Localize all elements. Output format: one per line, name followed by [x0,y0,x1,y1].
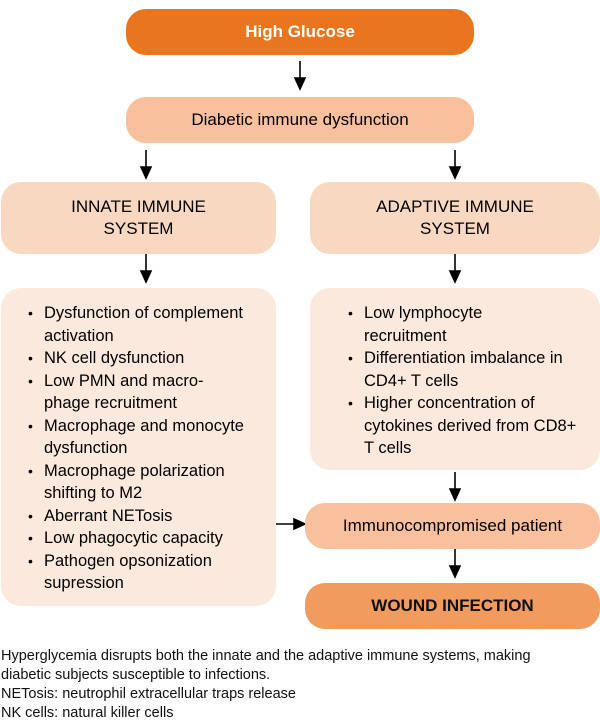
list-item: Macrophage and monocyte dysfunction [26,415,254,460]
innate-effects-list-box: Dysfunction of complement activation NK … [1,288,276,606]
list-item: Aberrant NETosis [26,505,271,528]
adaptive-effects-list: Low lymphocyte recruitment Differentiati… [346,302,586,460]
caption-line-1: Hyperglycemia disrupts both the innate a… [1,648,531,664]
caption-line-4: NK cells: natural killer cells [1,705,174,721]
list-item: Low PMN and macro-phage recruitment [26,370,229,415]
innate-title-line2: SYSTEM [103,219,174,238]
immunocompromised-patient-label: Immunocompromised patient [342,516,563,535]
high-glucose-node: High Glucose [126,9,474,55]
diabetic-immune-dysfunction-label: Diabetic immune dysfunction [191,110,409,129]
adaptive-title-line1: ADAPTIVE IMMUNE [376,197,534,216]
arrow-innate-list-to-patient [275,517,307,531]
adaptive-effects-list-box: Low lymphocyte recruitment Differentiati… [310,288,600,470]
high-glucose-label: High Glucose [245,22,355,41]
immunocompromised-patient-node: Immunocompromised patient [305,503,600,549]
arrow-dysfunction-to-adaptive [448,150,462,180]
caption-line-2: diabetic subjects susceptible to infecti… [1,667,271,683]
innate-effects-list: Dysfunction of complement activation NK … [26,302,271,595]
connector-arrows [139,61,462,579]
list-item: Low lymphocyte recruitment [346,302,524,347]
innate-title-line1: INNATE IMMUNE [71,197,206,216]
arrow-glucose-to-dysfunction [293,61,307,91]
list-item: Low phagocytic capacity [26,527,271,550]
innate-immune-system-node: INNATE IMMUNE SYSTEM [1,182,276,254]
arrow-innate-to-list [139,254,153,284]
arrow-patient-to-infection [448,548,462,579]
list-item: Pathogen opsonization supression [26,550,264,595]
adaptive-title-line2: SYSTEM [420,219,490,238]
arrow-adaptive-to-list [448,254,462,284]
wound-infection-label: WOUND INFECTION [371,596,534,615]
list-item: NK cell dysfunction [26,347,271,370]
adaptive-immune-system-node: ADAPTIVE IMMUNE SYSTEM [310,182,600,254]
arrow-dysfunction-to-innate [139,150,153,180]
list-item: Higher concentration of cytokines derive… [346,392,586,460]
diabetic-immune-dysfunction-node: Diabetic immune dysfunction [126,97,474,143]
arrow-adaptive-list-to-patient [448,472,462,502]
list-item: Differentiation imbalance in CD4+ T cell… [346,347,586,392]
wound-infection-node: WOUND INFECTION [305,583,600,629]
list-item: Dysfunction of complement activation [26,302,271,347]
list-item: Macrophage polarization shifting to M2 [26,460,271,505]
figure-caption: Hyperglycemia disrupts both the innate a… [1,647,600,723]
caption-line-3: NETosis: neutrophil extracellular traps … [1,686,296,702]
